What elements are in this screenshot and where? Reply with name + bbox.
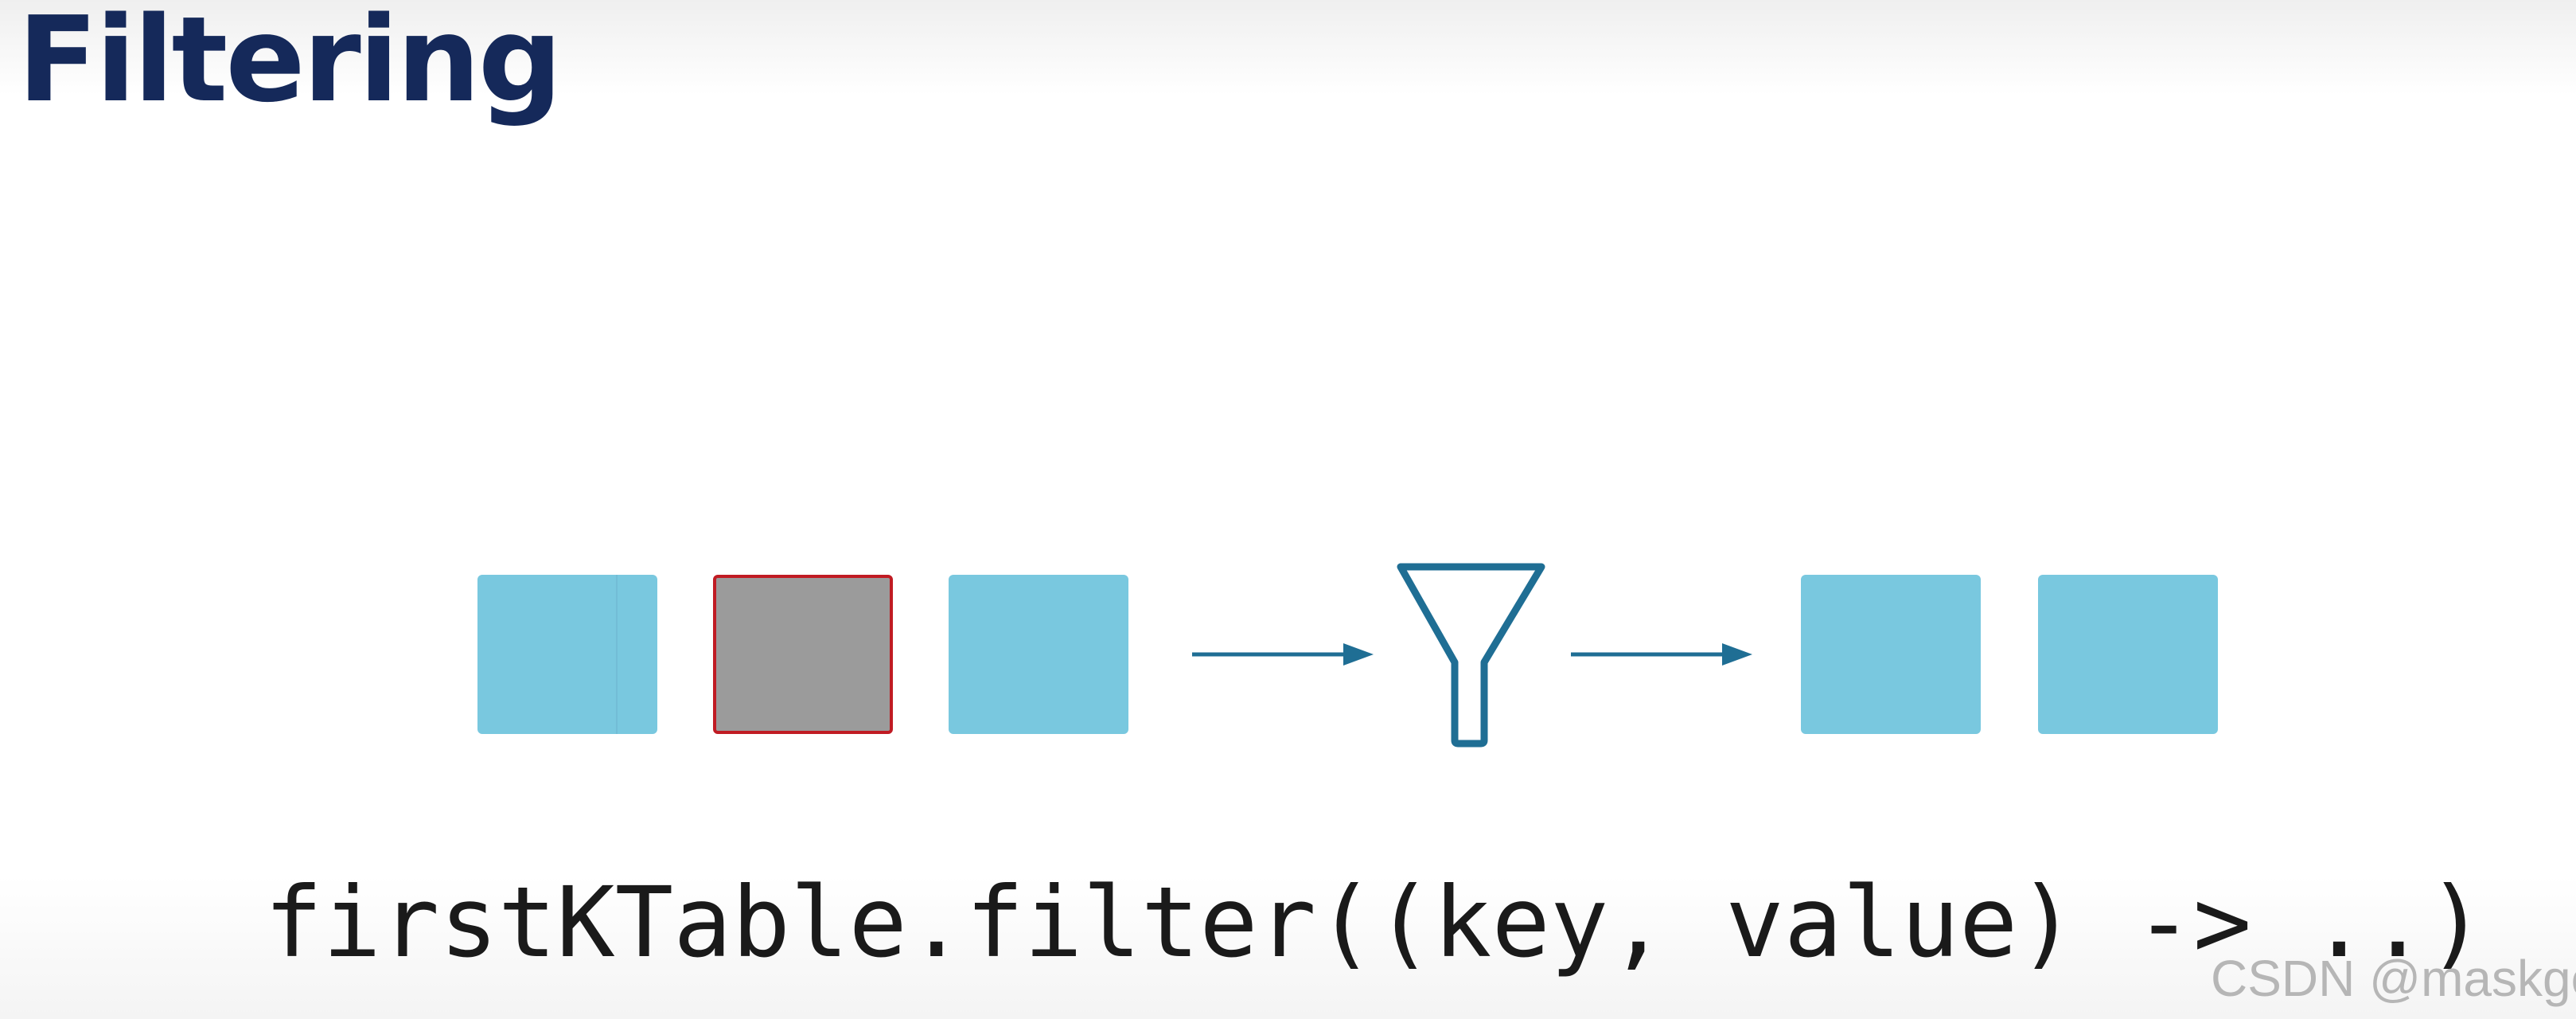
watermark: CSDN @maskge (2211, 950, 2576, 1007)
code-snippet: firstKTable.filter((key, value) -> ..) (264, 866, 2486, 979)
funnel-icon (1397, 563, 1545, 748)
input-record-2-filtered (713, 575, 893, 734)
output-record-1 (1801, 575, 1981, 734)
slide-title: Filtering (18, 0, 563, 128)
output-record-2 (2038, 575, 2218, 734)
record-seam (616, 575, 618, 734)
input-arrow (1192, 643, 1374, 666)
input-record-3 (949, 575, 1128, 734)
output-arrow (1571, 643, 1752, 666)
input-record-1 (477, 575, 657, 734)
